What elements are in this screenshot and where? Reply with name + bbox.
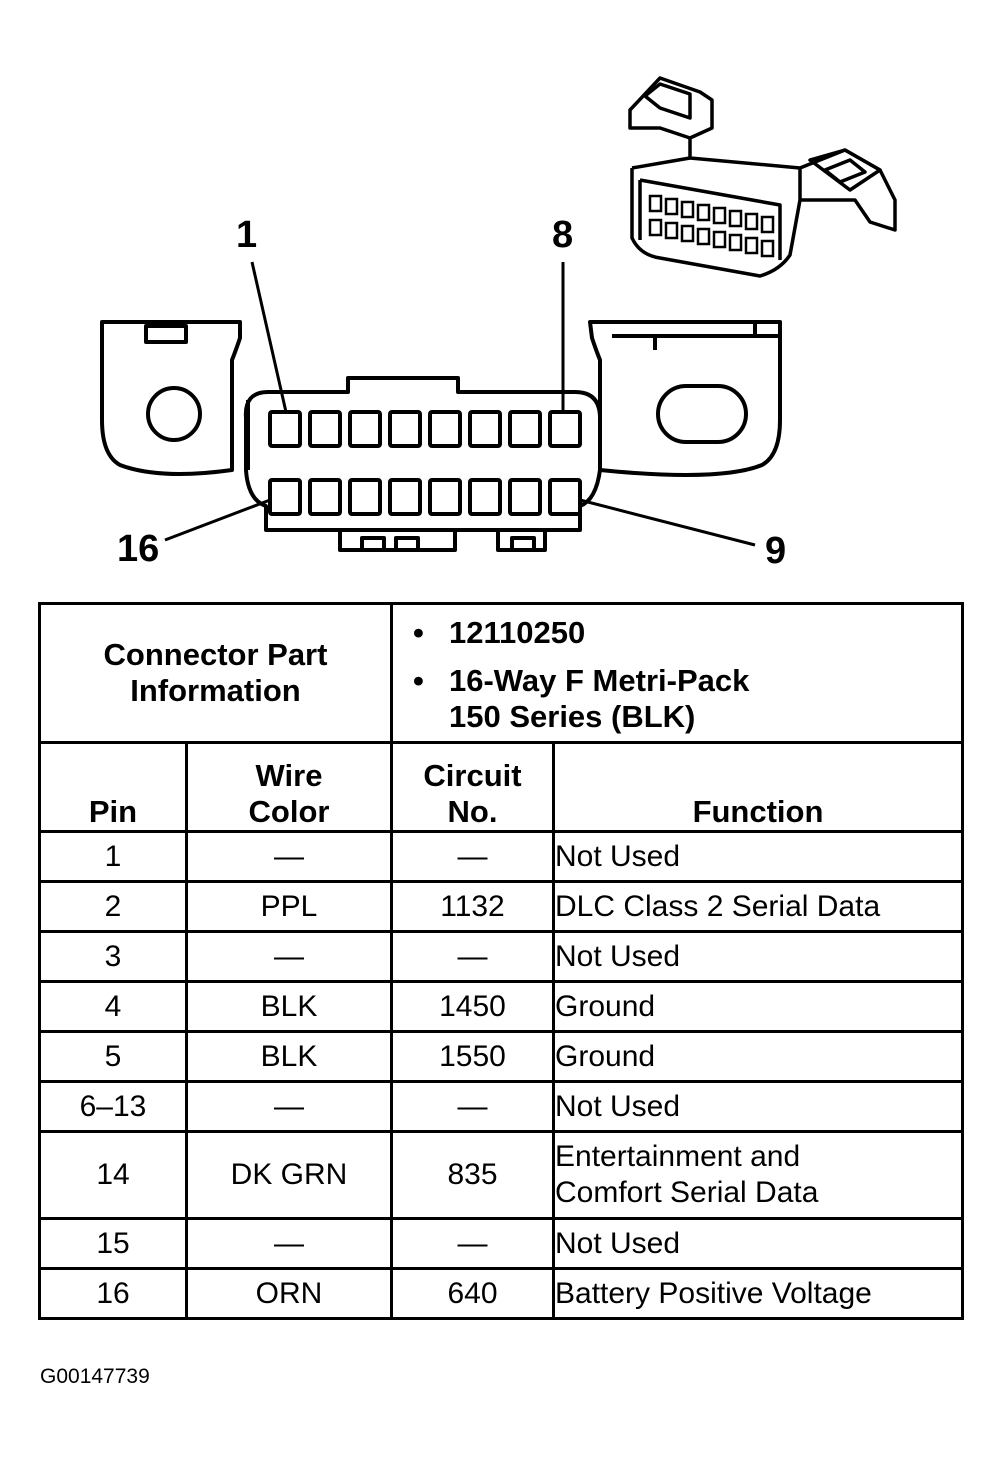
pin-12: [428, 478, 462, 516]
right-mounting-ear: [588, 320, 782, 477]
pin-6: [468, 410, 502, 448]
left-mounting-ear: [100, 320, 242, 476]
callout-pin-16: 16: [117, 528, 160, 570]
cell-wire-color: —: [185, 830, 393, 883]
cell-circuit: 1550: [390, 1030, 555, 1083]
pin-15: [308, 478, 342, 516]
cell-pin: 1: [38, 830, 188, 883]
pin-16: [268, 478, 302, 516]
cell-function: Ground: [552, 980, 964, 1033]
cell-pin: 3: [38, 930, 188, 983]
connector-part-info-label: Connector Part Information: [38, 602, 393, 744]
right-mounting-slot: [656, 384, 748, 444]
pin-5: [428, 410, 462, 448]
cell-pin: 14: [38, 1130, 188, 1220]
pin-4: [388, 410, 422, 448]
figure-id: G00147739: [40, 1365, 150, 1388]
cell-circuit: —: [390, 930, 555, 983]
pin-9: [548, 478, 582, 516]
pin-2: [308, 410, 342, 448]
cell-function: Battery Positive Voltage: [552, 1267, 964, 1320]
cell-circuit: —: [390, 1217, 555, 1270]
pin-7: [508, 410, 542, 448]
cell-pin: 4: [38, 980, 188, 1033]
cell-pin: 6–13: [38, 1080, 188, 1133]
cell-circuit: 1450: [390, 980, 555, 1033]
cell-function: DLC Class 2 Serial Data: [552, 880, 964, 933]
cell-circuit: —: [390, 830, 555, 883]
cell-circuit: 1132: [390, 880, 555, 933]
pin-10: [508, 478, 542, 516]
cell-circuit: —: [390, 1080, 555, 1133]
table-row: 2 PPL 1132 DLC Class 2 Serial Data: [38, 880, 964, 933]
cell-function: Not Used: [552, 930, 964, 983]
table-row: 15 — — Not Used: [38, 1217, 964, 1270]
cell-pin: 15: [38, 1217, 188, 1270]
leader-pin-1: [250, 261, 288, 413]
pin-13: [388, 478, 422, 516]
leader-pin-9: [579, 498, 756, 547]
cell-circuit: 640: [390, 1267, 555, 1320]
header-pin: Pin: [38, 741, 188, 833]
cell-pin: 16: [38, 1267, 188, 1320]
cell-wire-color: BLK: [185, 980, 393, 1033]
table-row: 1 — — Not Used: [38, 830, 964, 883]
connector-3d-pins: [648, 194, 775, 258]
leader-pin-16: [164, 498, 271, 542]
callout-pin-1: 1: [236, 214, 258, 256]
pin-3: [348, 410, 382, 448]
cell-wire-color: DK GRN: [185, 1130, 393, 1220]
left-mounting-hole: [146, 386, 202, 442]
cell-wire-color: PPL: [185, 880, 393, 933]
callout-pin-9: 9: [765, 530, 787, 572]
cell-pin: 5: [38, 1030, 188, 1083]
connector-table: Connector Part Information 12110250 16-W…: [38, 602, 964, 1320]
header-function: Function: [552, 741, 964, 833]
connector-body: [243, 376, 602, 532]
cell-wire-color: ORN: [185, 1267, 393, 1320]
cell-function: Not Used: [552, 830, 964, 883]
callout-pin-8: 8: [552, 214, 574, 256]
cell-wire-color: —: [185, 1217, 393, 1270]
cell-wire-color: —: [185, 930, 393, 983]
pin-1: [268, 410, 302, 448]
connector-info-row: Connector Part Information 12110250 16-W…: [38, 602, 964, 744]
table-row: 4 BLK 1450 Ground: [38, 980, 964, 1033]
pin-11: [468, 478, 502, 516]
cell-function: Not Used: [552, 1080, 964, 1133]
table-row: 16 ORN 640 Battery Positive Voltage: [38, 1267, 964, 1320]
cell-function: Not Used: [552, 1217, 964, 1270]
cell-pin: 2: [38, 880, 188, 933]
table-row: 3 — — Not Used: [38, 930, 964, 983]
table-row: 5 BLK 1550 Ground: [38, 1030, 964, 1083]
cell-function: Ground: [552, 1030, 964, 1083]
part-number: 12110250: [413, 615, 961, 651]
cell-wire-color: BLK: [185, 1030, 393, 1083]
pin-14: [348, 478, 382, 516]
table-row: 6–13 — — Not Used: [38, 1080, 964, 1133]
cell-wire-color: —: [185, 1080, 393, 1133]
pin-8: [548, 410, 582, 448]
connector-diagram: [100, 76, 897, 552]
cell-circuit: 835: [390, 1130, 555, 1220]
connector-3d-view: [628, 76, 897, 278]
